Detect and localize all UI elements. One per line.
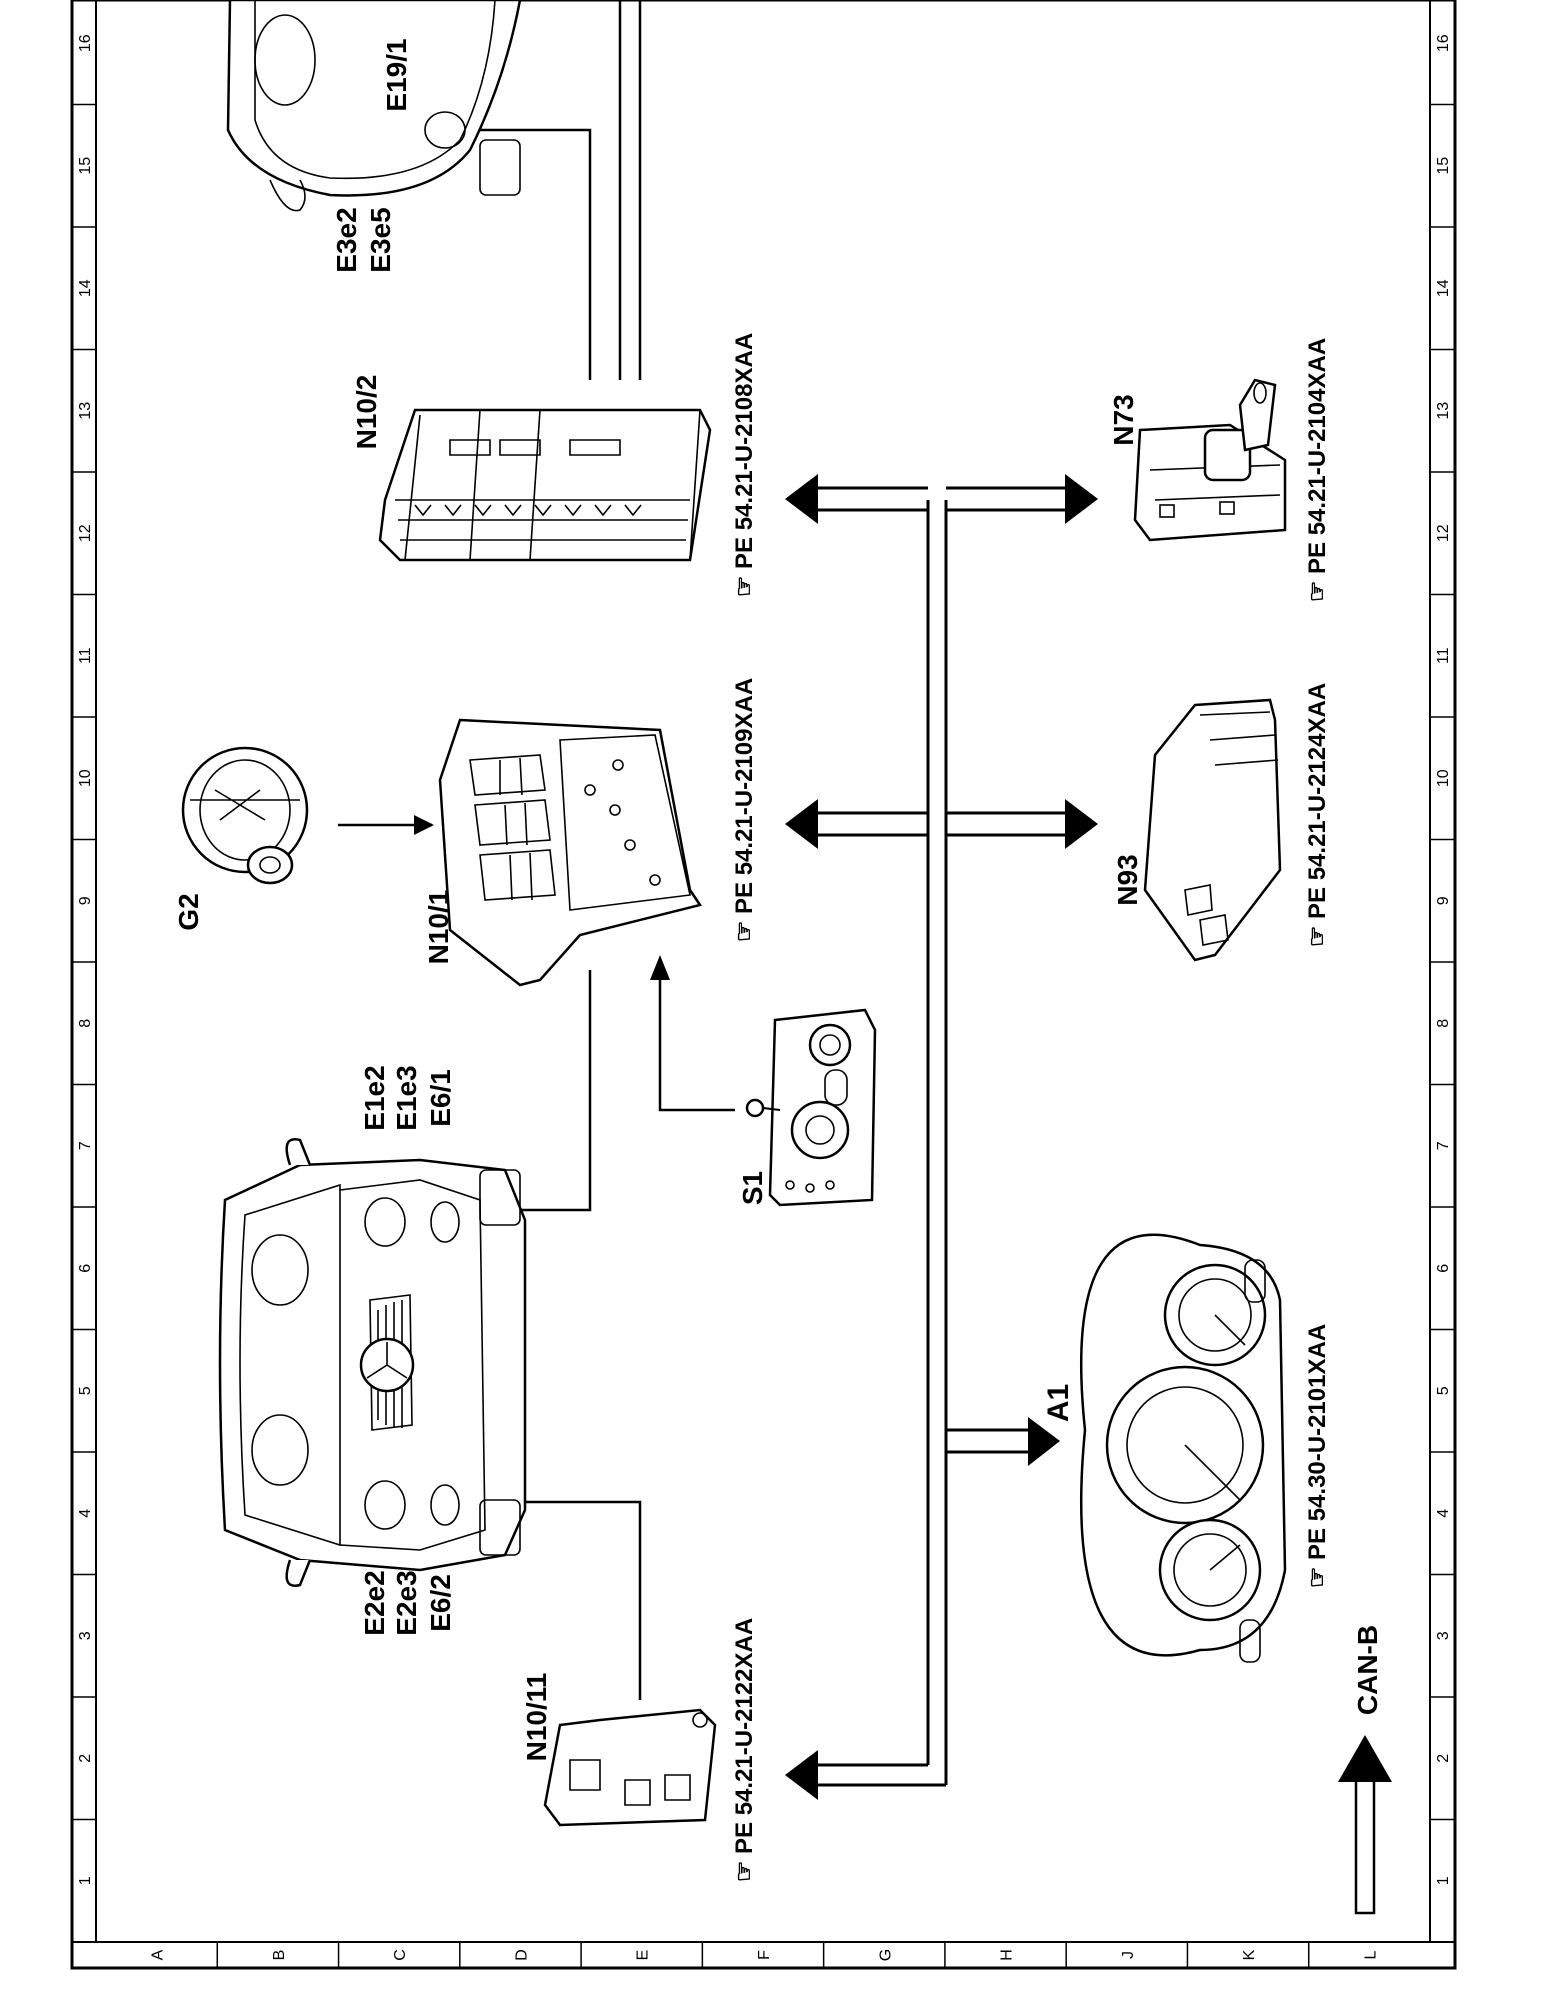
grid-number-right-13: 13 bbox=[1435, 402, 1452, 420]
label-n93: N93 bbox=[1112, 854, 1143, 905]
grid-number-left-6: 6 bbox=[77, 1264, 94, 1273]
grid-letter-F: F bbox=[756, 1950, 773, 1960]
grid-number-right-3: 3 bbox=[1435, 1631, 1452, 1640]
bus-arrow-n10-2 bbox=[785, 474, 818, 524]
label-e3e2: E3e2 bbox=[331, 207, 362, 272]
label-g2: G2 bbox=[173, 893, 204, 930]
grid-number-left-10: 10 bbox=[77, 769, 94, 787]
grid-letter-B: B bbox=[271, 1950, 288, 1961]
grid-number-left-4: 4 bbox=[77, 1509, 94, 1518]
grid-number-right-14: 14 bbox=[1435, 279, 1452, 297]
bus-arrow-n10-11 bbox=[785, 1750, 818, 1800]
label-e2e3: E2e3 bbox=[391, 1570, 422, 1635]
vehicle-front-illustration bbox=[218, 1138, 527, 1587]
label-n10-1: N10/1 bbox=[423, 890, 454, 965]
bus-arrow-n10-1 bbox=[785, 799, 818, 849]
s1-light-switch bbox=[745, 1008, 877, 1207]
grid-letter-J: J bbox=[1120, 1951, 1137, 1959]
bus-arrow-n73 bbox=[1065, 474, 1098, 524]
label-e6-1: E6/1 bbox=[425, 1069, 456, 1127]
grid-letter-C: C bbox=[392, 1949, 409, 1961]
bus-arrow-a1 bbox=[1028, 1417, 1060, 1466]
grid-number-left-9: 9 bbox=[77, 896, 94, 905]
grid-number-right-10: 10 bbox=[1435, 769, 1452, 787]
grid-number-left-8: 8 bbox=[77, 1019, 94, 1028]
label-e1e2: E1e2 bbox=[359, 1065, 390, 1130]
grid-letter-A: A bbox=[150, 1949, 167, 1960]
ref-n10-1: ☞ PE 54.21-U-2109XAA bbox=[731, 678, 758, 942]
label-e2e2: E2e2 bbox=[359, 1570, 390, 1635]
grid-number-left-12: 12 bbox=[77, 524, 94, 542]
ref-n73: ☞ PE 54.21-U-2104XAA bbox=[1304, 338, 1331, 602]
a1-instrument-cluster bbox=[1079, 1233, 1287, 1663]
grid-letter-E: E bbox=[635, 1950, 652, 1961]
n93-module bbox=[1143, 698, 1282, 962]
grid-number-left-7: 7 bbox=[77, 1141, 94, 1150]
grid-number-right-16: 16 bbox=[1435, 34, 1452, 52]
label-s1: S1 bbox=[737, 1171, 768, 1205]
g2-alternator bbox=[181, 746, 309, 885]
grid-number-left-11: 11 bbox=[77, 647, 94, 664]
grid-number-right-7: 7 bbox=[1435, 1141, 1452, 1150]
drawing-frame bbox=[70, 0, 1457, 1970]
grid-number-right-12: 12 bbox=[1435, 524, 1452, 542]
label-e19-1: E19/1 bbox=[381, 38, 412, 111]
n10-2-module bbox=[378, 408, 712, 562]
label-a1: A1 bbox=[1042, 1384, 1075, 1422]
can-b-label: CAN-B bbox=[1352, 1625, 1383, 1715]
ref-n10-11: ☞ PE 54.21-U-2122XAA bbox=[731, 1618, 758, 1882]
label-n73: N73 bbox=[1108, 394, 1139, 445]
grid-number-right-1: 1 bbox=[1435, 1876, 1452, 1885]
label-n10-2: N10/2 bbox=[351, 375, 382, 450]
grid-number-left-1: 1 bbox=[77, 1876, 94, 1885]
can-b-bus bbox=[785, 474, 1098, 1800]
n73-ignition-switch bbox=[1133, 378, 1287, 542]
can-b-legend-arrow bbox=[1338, 1735, 1392, 1915]
label-e3e5: E3e5 bbox=[365, 207, 396, 272]
grid-number-right-4: 4 bbox=[1435, 1509, 1452, 1518]
label-e6-2: E6/2 bbox=[425, 1574, 456, 1632]
ref-a1: ☞ PE 54.30-U-2101XAA bbox=[1304, 1324, 1331, 1588]
grid-number-right-6: 6 bbox=[1435, 1264, 1452, 1273]
vehicle-rear-illustration bbox=[226, 0, 522, 212]
bus-arrow-n93 bbox=[1065, 799, 1098, 849]
grid-number-left-16: 16 bbox=[77, 34, 94, 52]
grid-number-left-14: 14 bbox=[77, 279, 94, 297]
grid-number-left-15: 15 bbox=[77, 157, 94, 175]
grid-number-left-5: 5 bbox=[77, 1386, 94, 1395]
grid-number-left-2: 2 bbox=[77, 1754, 94, 1763]
grid-number-left-3: 3 bbox=[77, 1631, 94, 1640]
grid-letter-D: D bbox=[513, 1949, 530, 1961]
label-n10-11: N10/11 bbox=[521, 1673, 552, 1762]
grid-letter-G: G bbox=[877, 1949, 894, 1961]
grid-number-right-2: 2 bbox=[1435, 1754, 1452, 1763]
n10-11-module bbox=[543, 1708, 717, 1827]
ref-n93: ☞ PE 54.21-U-2124XAA bbox=[1304, 683, 1331, 947]
grid-number-right-15: 15 bbox=[1435, 157, 1452, 175]
n10-1-fuse-relay-box bbox=[438, 718, 703, 987]
grid-letter-L: L bbox=[1362, 1950, 1379, 1959]
grid-number-right-11: 11 bbox=[1435, 647, 1452, 664]
label-e1e3: E1e3 bbox=[391, 1065, 422, 1130]
grid-number-right-5: 5 bbox=[1435, 1386, 1452, 1395]
grid-number-right-9: 9 bbox=[1435, 896, 1452, 905]
grid-letter-K: K bbox=[1241, 1949, 1258, 1960]
ref-n10-2: ☞ PE 54.21-U-2108XAA bbox=[731, 333, 758, 597]
grid-number-right-8: 8 bbox=[1435, 1019, 1452, 1028]
grid-letter-H: H bbox=[999, 1949, 1016, 1961]
grid-number-left-13: 13 bbox=[77, 402, 94, 420]
